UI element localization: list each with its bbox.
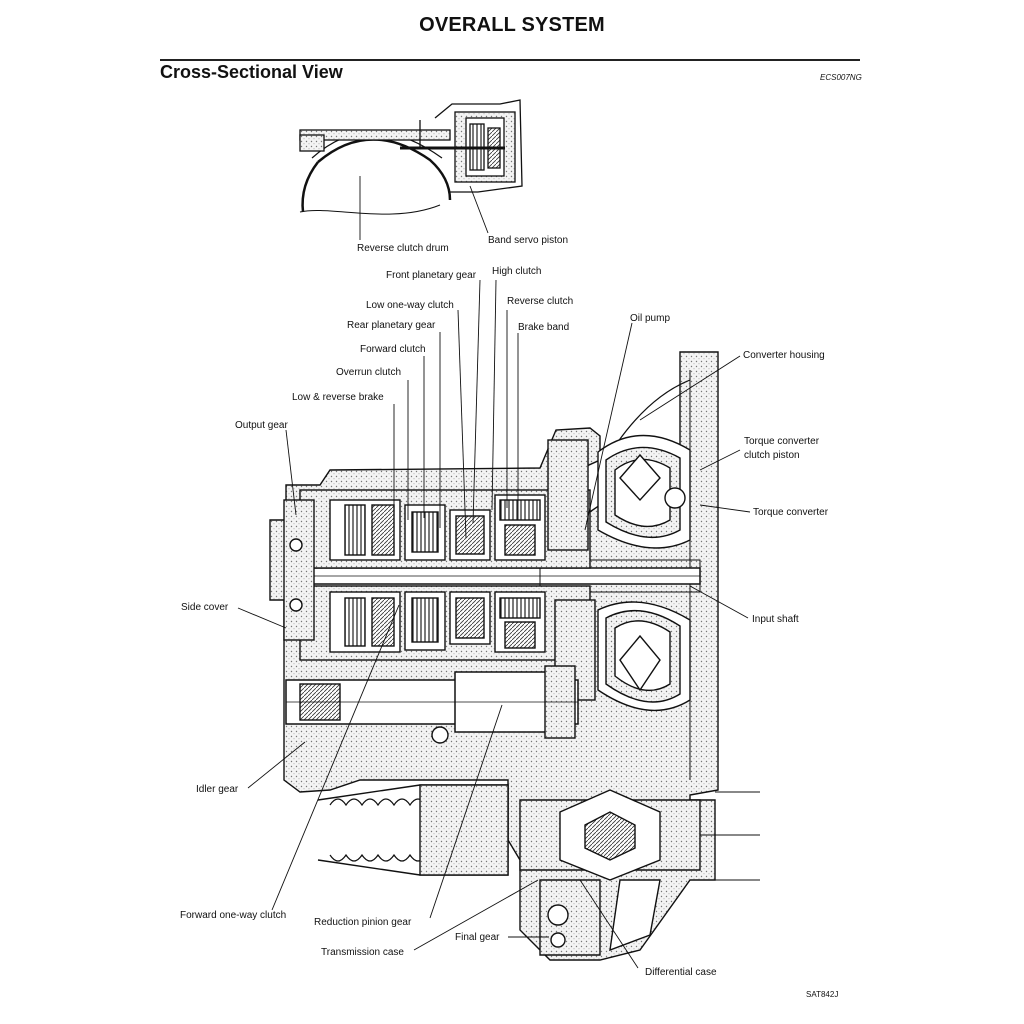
label-differential-case: Differential case [645,967,717,978]
label-brake-band: Brake band [518,322,569,333]
label-high-clutch: High clutch [492,266,541,277]
leader-lines [237,176,751,969]
label-final-gear: Final gear [455,932,500,943]
label-side-cover: Side cover [181,602,229,613]
label-low-one-way-clutch: Low one-way clutch [366,300,454,311]
label-low-reverse-brake: Low & reverse brake [292,392,384,403]
label-idler-gear: Idler gear [196,784,239,795]
inset-band-servo-drawing [299,99,523,215]
label-converter-housing: Converter housing [743,350,825,361]
label-torque-converter-clutch-piston-line2: clutch piston [744,450,800,461]
header-rule [160,59,860,61]
label-torque-converter-clutch-piston-line1: Torque converter [744,436,820,447]
label-forward-clutch: Forward clutch [360,344,426,355]
label-output-gear: Output gear [235,420,288,431]
label-reverse-clutch: Reverse clutch [507,296,573,307]
document-code: ECS007NG [820,73,862,82]
label-overrun-clutch: Overrun clutch [336,367,401,378]
label-torque-converter: Torque converter [753,507,829,518]
transmission-drawing [269,351,760,961]
label-front-planetary-gear: Front planetary gear [386,270,477,281]
label-reduction-pinion-gear: Reduction pinion gear [314,917,412,928]
page-title: OVERALL SYSTEM [419,14,605,36]
label-forward-one-way-clutch: Forward one-way clutch [180,910,286,921]
label-transmission-case: Transmission case [321,947,404,958]
label-input-shaft: Input shaft [752,614,799,625]
label-reverse-clutch-drum: Reverse clutch drum [357,243,449,254]
figure-code: SAT842J [806,990,839,999]
label-rear-planetary-gear: Rear planetary gear [347,320,436,331]
label-oil-pump: Oil pump [630,313,670,324]
label-band-servo-piston: Band servo piston [488,235,568,246]
section-title: Cross-Sectional View [160,62,343,82]
